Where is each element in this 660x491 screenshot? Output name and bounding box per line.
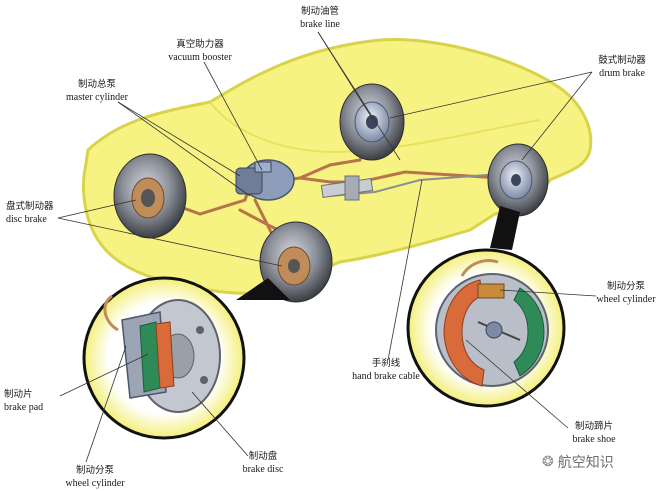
zoom-wedge-disc <box>236 278 290 300</box>
label-zh: 真空助力器 <box>176 39 224 50</box>
label-brake-shoe: 制动蹄片 brake shoe <box>556 420 632 446</box>
wheel-front-right <box>259 221 333 303</box>
wechat-icon: ❂ <box>542 454 554 470</box>
label-en: wheel cylinder <box>596 294 656 305</box>
label-en: brake pad <box>4 402 44 413</box>
label-en: hand brake cable <box>352 371 420 382</box>
label-hand-brake-cable: 手刹线 hand brake cable <box>326 357 446 383</box>
wheel-rear-left-top <box>339 83 405 161</box>
wheel-rear-right <box>487 143 549 217</box>
label-zh: 手刹线 <box>371 358 401 369</box>
label-zh: 制动盘 <box>248 451 278 462</box>
label-en: brake shoe <box>572 434 616 445</box>
watermark: ❂ 航空知识 <box>542 452 614 472</box>
label-en: brake line <box>300 19 340 30</box>
label-wheel-cylinder-left: 制动分泵 wheel cylinder <box>50 464 140 490</box>
label-en: vacuum booster <box>168 52 232 63</box>
disc-brake-detail <box>82 276 246 440</box>
hand-brake-lever-shape <box>320 175 374 201</box>
label-drum-brake: 鼓式制动器 drum brake <box>586 54 658 80</box>
leader-lines <box>57 31 597 463</box>
label-wheel-cylinder-right: 制动分泵 wheel cylinder <box>592 280 660 306</box>
label-en: brake disc <box>242 464 284 475</box>
drum-brake-detail <box>406 248 566 408</box>
car-window-line <box>209 101 541 154</box>
wheel-front-left <box>113 153 187 239</box>
label-en: disc brake <box>6 214 47 225</box>
label-vacuum-booster: 真空助力器 vacuum booster <box>150 38 250 64</box>
label-zh: 制动总泵 <box>77 79 116 90</box>
label-disc-brake: 盘式制动器 disc brake <box>6 200 76 226</box>
label-zh: 制动分泵 <box>606 281 645 292</box>
label-zh: 制动分泵 <box>75 465 114 476</box>
label-zh: 制动蹄片 <box>574 421 613 432</box>
label-en: master cylinder <box>66 92 128 103</box>
label-master-cylinder: 制动总泵 master cylinder <box>52 78 142 104</box>
label-brake-pad: 制动片 brake pad <box>4 388 64 414</box>
vacuum-booster-shape <box>235 159 295 201</box>
zoom-wedge-drum <box>490 206 520 250</box>
label-zh: 盘式制动器 <box>6 201 54 212</box>
label-zh: 制动片 <box>4 389 33 400</box>
label-en: drum brake <box>599 68 645 79</box>
label-en: wheel cylinder <box>65 478 125 489</box>
watermark-text: 航空知识 <box>557 455 614 471</box>
label-brake-line: 制动油管 brake line <box>280 5 360 31</box>
label-zh: 制动油管 <box>300 6 339 17</box>
label-zh: 鼓式制动器 <box>598 55 646 66</box>
label-brake-disc: 制动盘 brake disc <box>228 450 298 476</box>
